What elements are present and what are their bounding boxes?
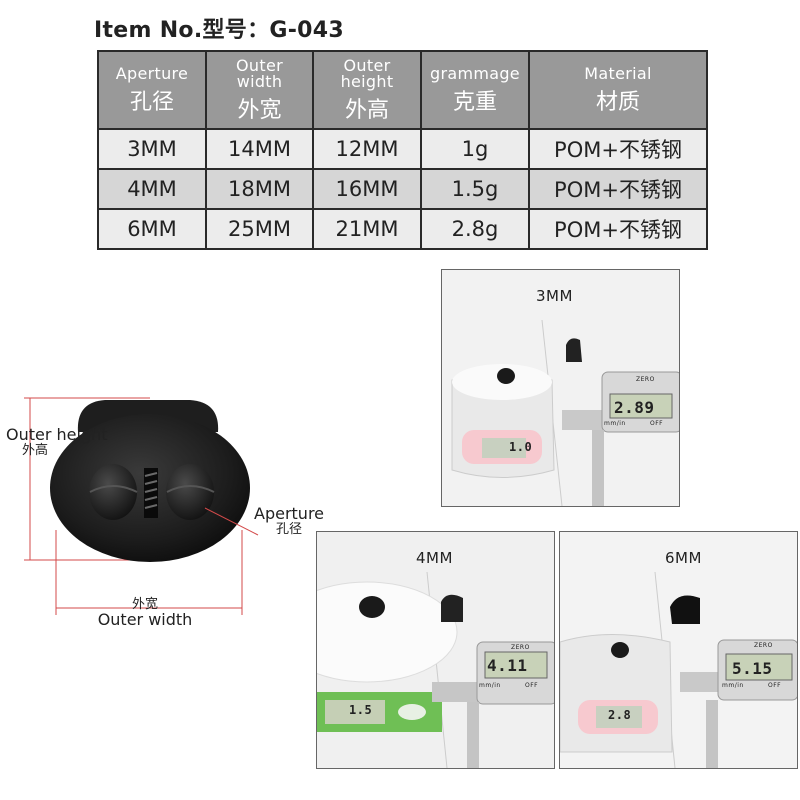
cell-material: POM+不锈钢 [528, 168, 708, 210]
caliper-zero-label: ZERO [636, 376, 655, 383]
photo-size-label: 6MM [665, 549, 702, 567]
cell-aperture: 4MM [97, 168, 207, 210]
scale-caliper-photo [560, 532, 797, 768]
cell-outer-height: 16MM [312, 168, 422, 210]
product-diagram: Outer height 外高 Aperture 孔径 外宽 Outer wid… [0, 380, 340, 640]
caliper-reading: 4.11 [487, 656, 528, 675]
aperture-label: Aperture 孔径 [254, 504, 325, 537]
caliper-zero-label: ZERO [754, 642, 773, 649]
table-row: 3MM 14MM 12MM 1g POM+不锈钢 [97, 128, 708, 170]
cell-grammage: 1g [420, 128, 530, 170]
cell-outer-width: 25MM [205, 208, 314, 250]
cell-grammage: 1.5g [420, 168, 530, 210]
photo-size-label: 3MM [536, 287, 573, 305]
scale-caliper-photo [442, 270, 679, 506]
caliper-zero-label: ZERO [511, 644, 530, 651]
page-title: Item No.型号：G-043 [94, 18, 345, 43]
outer-height-label: Outer height 外高 [6, 425, 108, 458]
outer-width-label: 外宽 Outer width [97, 597, 193, 629]
scale-reading: 1.0 [509, 440, 533, 454]
caliper-off-label: OFF [768, 682, 782, 689]
caliper-mm-in-label: mm/in [479, 682, 501, 689]
scale-reading: 2.8 [608, 708, 632, 722]
table-row: 4MM 18MM 16MM 1.5g POM+不锈钢 [97, 168, 708, 210]
caliper-mm-in-label: mm/in [604, 420, 626, 427]
cell-outer-width: 14MM [205, 128, 314, 170]
cell-outer-width: 18MM [205, 168, 314, 210]
caliper-off-label: OFF [650, 420, 664, 427]
scale-caliper-photo [317, 532, 554, 768]
cell-outer-height: 21MM [312, 208, 422, 250]
cell-grammage: 2.8g [420, 208, 530, 250]
photo-6mm: 6MM 5.15 2.8 ZERO mm/in OFF [559, 531, 798, 769]
cell-material: POM+不锈钢 [528, 128, 708, 170]
photo-size-label: 4MM [416, 549, 453, 567]
caliper-mm-in-label: mm/in [722, 682, 744, 689]
table-row: 6MM 25MM 21MM 2.8g POM+不锈钢 [97, 208, 708, 250]
scale-reading: 1.5 [349, 703, 373, 717]
caliper-reading: 2.89 [614, 398, 655, 417]
caliper-off-label: OFF [525, 682, 539, 689]
caliper-reading: 5.15 [732, 659, 773, 678]
cell-aperture: 6MM [97, 208, 207, 250]
photo-4mm: 4MM 4.11 1.5 ZERO mm/in OFF [316, 531, 555, 769]
photo-3mm: 3MM 2.89 1.0 ZERO mm/in OFF [441, 269, 680, 507]
cell-material: POM+不锈钢 [528, 208, 708, 250]
cell-aperture: 3MM [97, 128, 207, 170]
cord-lock-illustration [24, 397, 259, 615]
cell-outer-height: 12MM [312, 128, 422, 170]
